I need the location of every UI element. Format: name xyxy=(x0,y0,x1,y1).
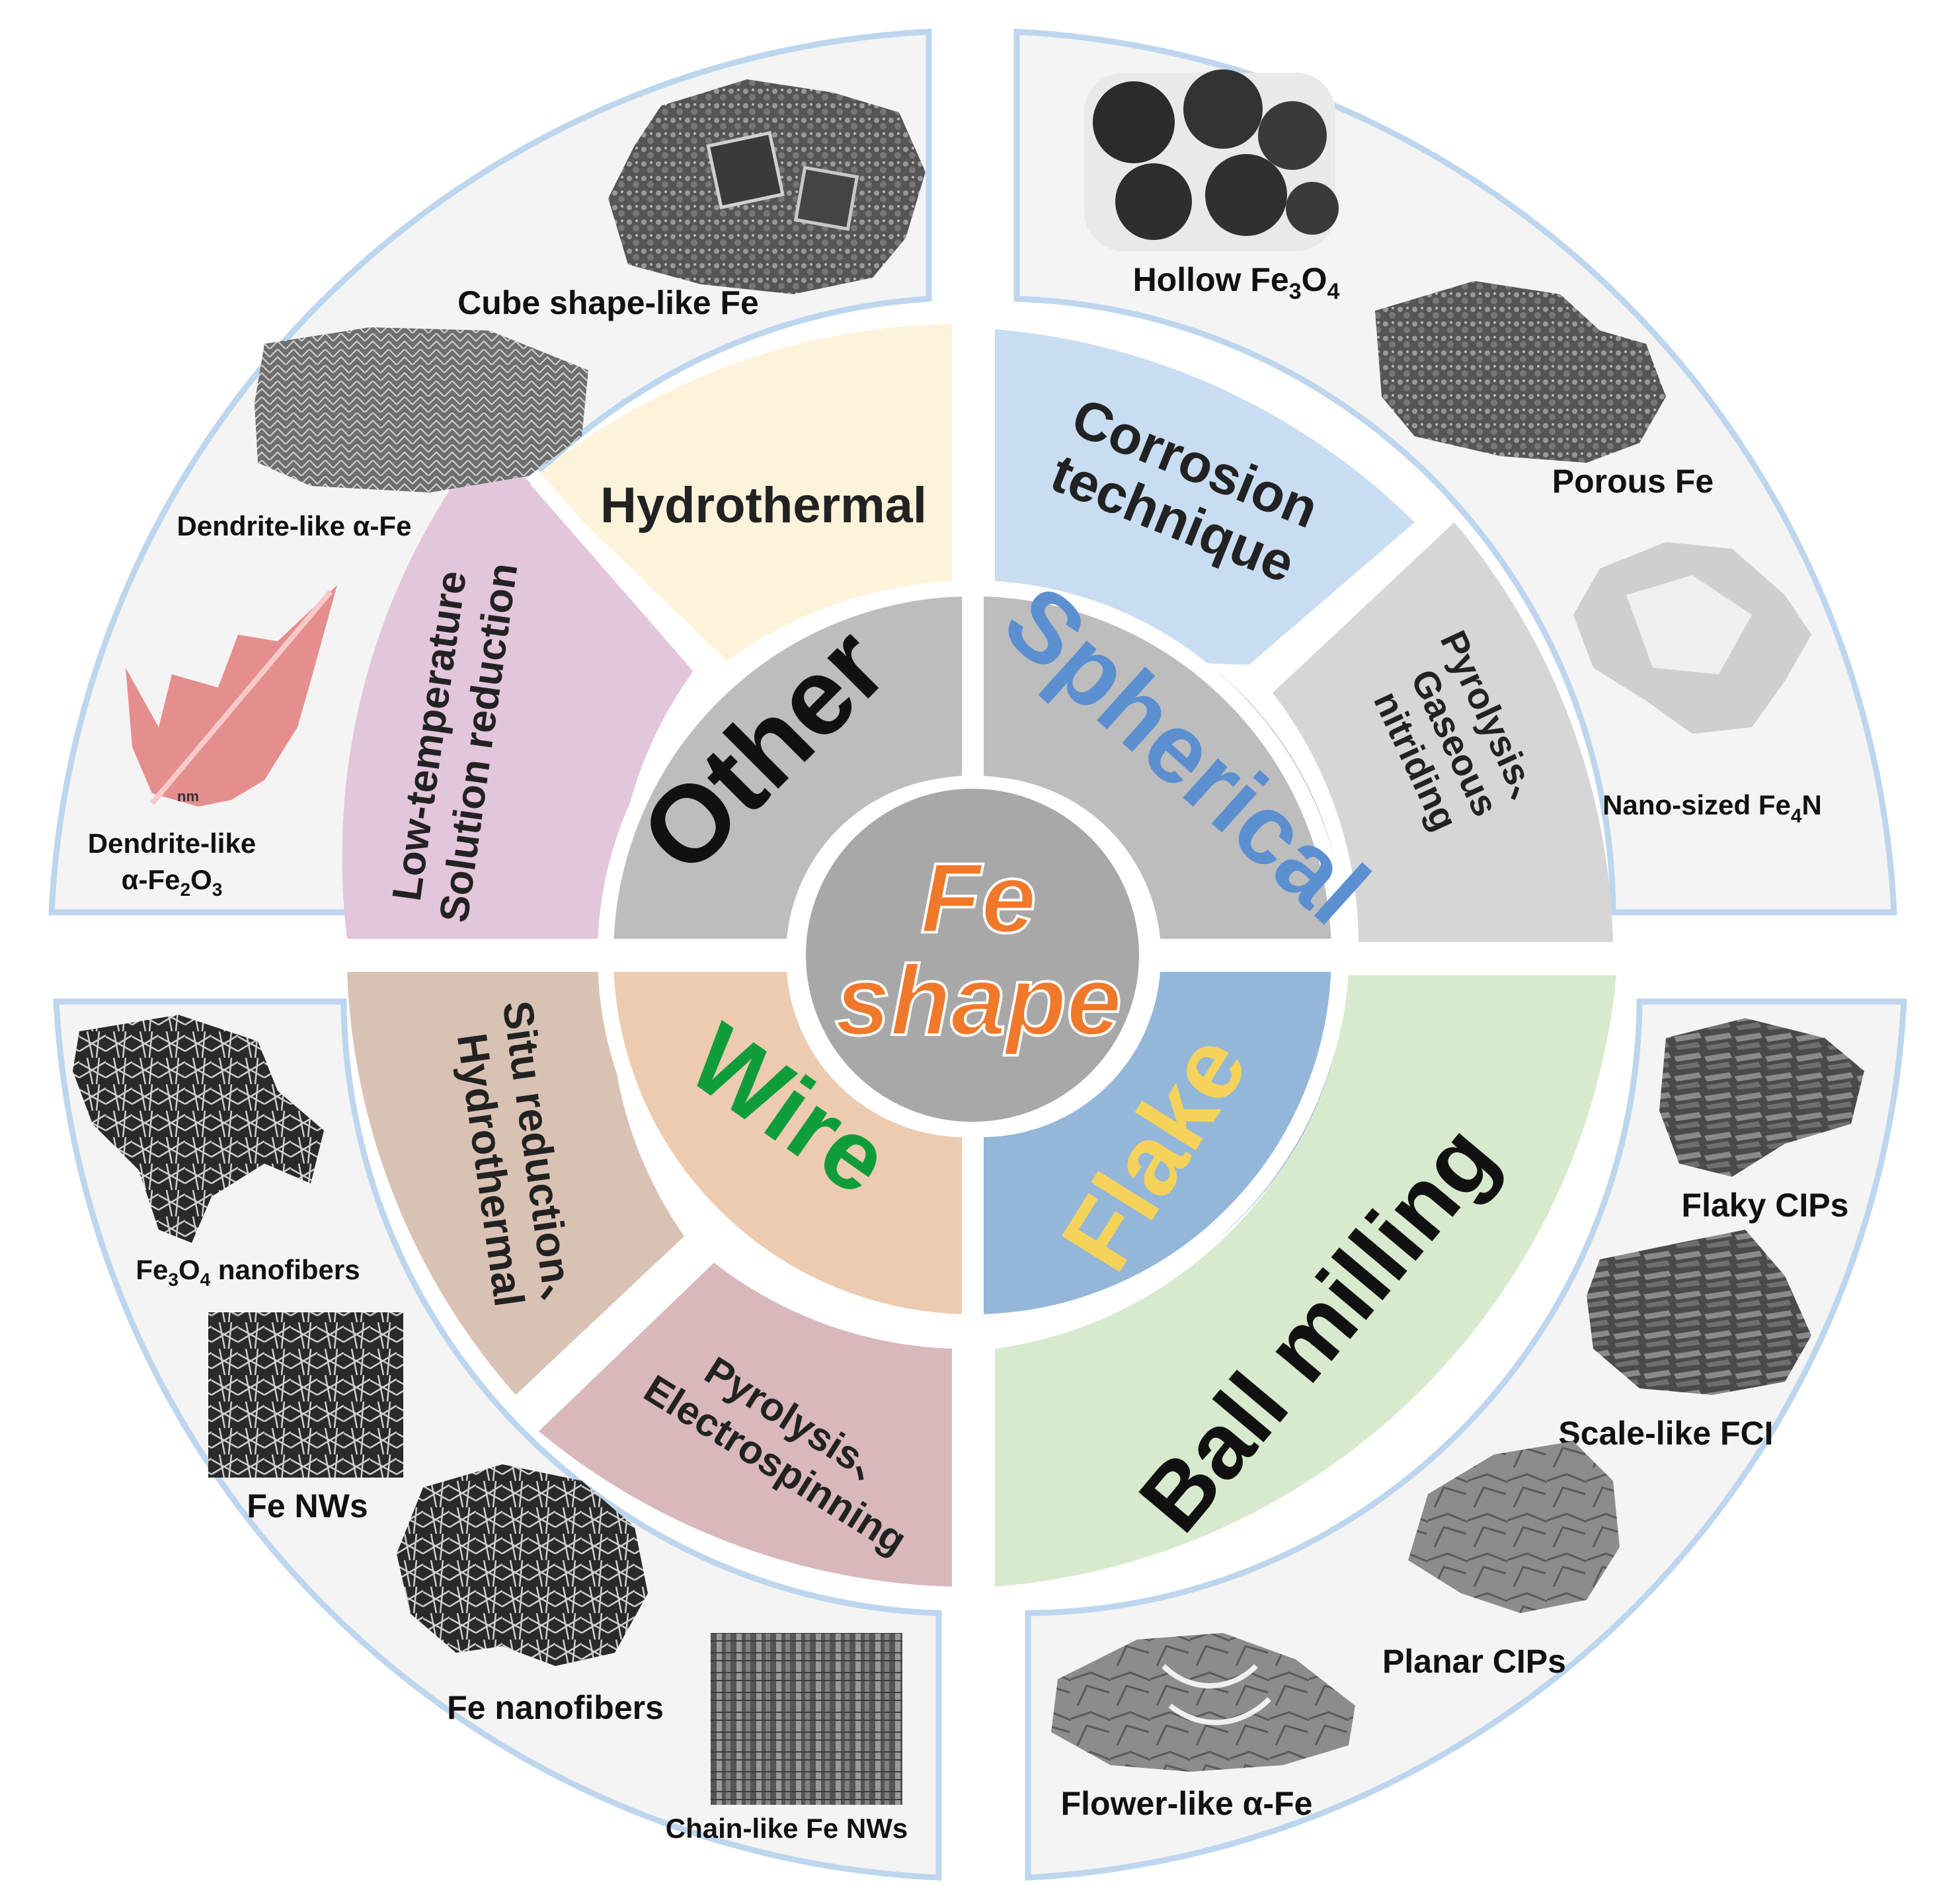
fibers-sub1: 3 xyxy=(168,1269,178,1290)
hollow-sub1: 3 xyxy=(1289,279,1302,304)
method-sector-situ-reduction xyxy=(347,972,684,1395)
caption-flower: Flower-like α-Fe xyxy=(1061,1785,1313,1822)
fe2o3-pre: α-Fe xyxy=(122,864,180,895)
sphere-4 xyxy=(1115,163,1192,240)
fibers-sub2: 4 xyxy=(200,1269,211,1290)
caption-flaky: Flaky CIPs xyxy=(1682,1187,1849,1224)
sphere-6 xyxy=(1286,182,1339,235)
method-sector-corrosion xyxy=(995,329,1415,665)
fe2o3-sub2: 3 xyxy=(212,879,223,900)
method-ring xyxy=(342,324,1616,1587)
method-sector-hydrothermal xyxy=(535,324,952,661)
caption-planar: Planar CIPs xyxy=(1382,1643,1566,1680)
hollow-sub2: 4 xyxy=(1327,279,1340,304)
center-title-line1: Fe xyxy=(920,842,1036,953)
caption-porous: Porous Fe xyxy=(1552,463,1714,500)
shape-sector-flake xyxy=(984,972,1345,1323)
fe4n-highlight xyxy=(1626,575,1752,674)
method-sector-pyrolysis-electro xyxy=(539,1263,952,1587)
fibers-post: nanofibers xyxy=(210,1254,360,1285)
caption-chain-nws: Chain-like Fe NWs xyxy=(666,1813,908,1844)
sphere-1 xyxy=(1093,81,1175,163)
image-flower-fe xyxy=(1051,1633,1355,1772)
divider-upper-left xyxy=(496,434,707,674)
image-fe-nanofibers xyxy=(397,1464,648,1666)
image-scale-fci xyxy=(1587,1230,1811,1395)
caption-fe4n: Nano-sized Fe4N xyxy=(1602,789,1822,827)
hollow-pre: Hollow Fe xyxy=(1133,261,1289,298)
divider-upper-right xyxy=(1251,506,1450,687)
caption-hollow: Hollow Fe3O4 xyxy=(1133,261,1340,304)
ring-divider xyxy=(598,580,1347,1330)
hollow-mid: O xyxy=(1302,261,1327,298)
caption-cube: Cube shape-like Fe xyxy=(457,284,759,321)
sphere-5 xyxy=(1205,154,1287,236)
image-dendrite-fe2o3 xyxy=(126,585,337,807)
image-chain-nws xyxy=(711,1633,902,1805)
caption-dendrite-fe2o3-line1: Dendrite-like xyxy=(88,828,256,859)
cube-crystal-1 xyxy=(706,131,785,210)
image-flaky-cips xyxy=(1659,1018,1864,1177)
caption-scale: Scale-like FCI xyxy=(1558,1415,1773,1452)
fibers-mid: O xyxy=(178,1254,200,1285)
fe4n-pre: Nano-sized Fe xyxy=(1602,789,1791,820)
image-fe-nws xyxy=(208,1312,403,1478)
fe4n-mid: N xyxy=(1802,789,1822,820)
method-label-hydrothermal: Hydrothermal xyxy=(600,477,927,534)
divider-lower-left xyxy=(517,1240,706,1411)
method-sector-ball-milling xyxy=(995,975,1616,1587)
method-sector-pyrolysis-gaseous xyxy=(1273,522,1613,942)
center-circle xyxy=(793,775,1152,1135)
caption-dendrite-fe: Dendrite-like α-Fe xyxy=(177,510,412,541)
fibers-pre: Fe xyxy=(136,1254,168,1285)
shape-sector-other xyxy=(602,588,962,939)
image-fe3o4-nanofibers xyxy=(73,1015,324,1243)
center-title-line2: shape xyxy=(835,945,1122,1056)
shape-sector-spherical xyxy=(984,588,1345,939)
caption-dendrite-fe2o3-line2: α-Fe2O3 xyxy=(122,864,223,900)
image-planar-cips xyxy=(1408,1441,1620,1613)
caption-fe3o4-nanofibers: Fe3O4 nanofibers xyxy=(136,1254,360,1290)
sphere-2 xyxy=(1183,69,1263,149)
sphere-3 xyxy=(1258,101,1327,170)
shape-sector-wire xyxy=(602,972,962,1323)
image-porous-fe xyxy=(1375,281,1666,463)
fern-stem xyxy=(149,590,333,805)
fern-scale-text: nm xyxy=(177,788,199,805)
fe2o3-mid: O xyxy=(190,864,212,895)
caption-fe-nws: Fe NWs xyxy=(247,1488,368,1525)
image-hollow-fe3o4 xyxy=(1084,69,1339,251)
flower-petals xyxy=(1162,1664,1271,1726)
caption-fe-nanofibers: Fe nanofibers xyxy=(447,1689,664,1726)
method-sector-low-temp xyxy=(342,436,693,939)
cube-crystal-2 xyxy=(793,165,859,231)
fe2o3-sub1: 2 xyxy=(180,879,191,900)
image-dendrite-fe xyxy=(255,327,588,493)
fe4n-sub1: 4 xyxy=(1791,805,1802,827)
